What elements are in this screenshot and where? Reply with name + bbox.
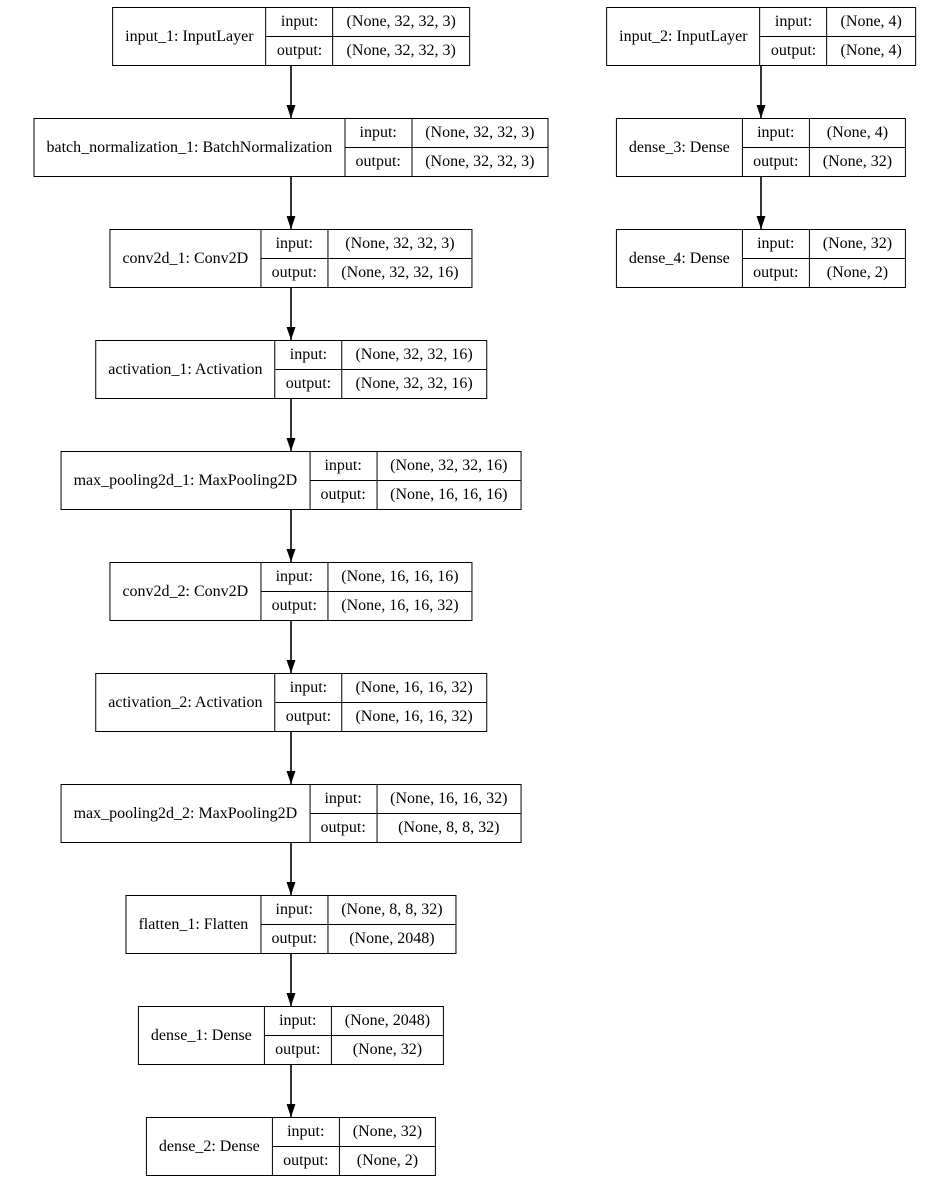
- output-shape: (None, 2): [826, 264, 889, 281]
- layer-node-dense-3: dense_3: Dense input: (None, 4) output: …: [615, 118, 907, 177]
- output-shape: (None, 2): [356, 1152, 419, 1169]
- output-label: output:: [345, 148, 413, 176]
- layer-node-dense-2: dense_2: Dense input: (None, 32) output:…: [145, 1117, 437, 1176]
- output-label: output:: [261, 592, 329, 620]
- layer-name: dense_4: Dense: [617, 230, 743, 287]
- layer-name: dense_1: Dense: [139, 1007, 265, 1064]
- output-shape: (None, 16, 16, 32): [355, 708, 473, 725]
- input-shape: (None, 32, 32, 3): [425, 124, 535, 141]
- layer-name: conv2d_2: Conv2D: [110, 563, 262, 620]
- input-label: input:: [743, 230, 810, 258]
- output-shape: (None, 8, 8, 32): [398, 819, 500, 836]
- input-label: input:: [273, 1118, 340, 1146]
- output-label: output:: [267, 37, 334, 65]
- output-label: output:: [275, 370, 343, 398]
- input-shape: (None, 16, 16, 32): [390, 790, 508, 807]
- layer-node-dense-4: dense_4: Dense input: (None, 32) output:…: [615, 229, 907, 288]
- layer-name: input_2: InputLayer: [607, 8, 761, 65]
- layer-name: activation_2: Activation: [96, 674, 276, 731]
- layer-name: max_pooling2d_1: MaxPooling2D: [62, 452, 311, 509]
- output-shape: (None, 32, 32, 16): [341, 264, 459, 281]
- output-label: output:: [761, 37, 828, 65]
- layer-node-dense-1: dense_1: Dense input: (None, 2048) outpu…: [137, 1006, 445, 1065]
- output-label: output:: [275, 703, 343, 731]
- layer-node-input-2: input_2: InputLayer input: (None, 4) out…: [606, 7, 916, 66]
- input-label: input:: [761, 8, 828, 36]
- input-label: input:: [261, 230, 329, 258]
- input-label: input:: [267, 8, 334, 36]
- layer-node-input-1: input_1: InputLayer input: (None, 32, 32…: [112, 7, 470, 66]
- input-label: input:: [310, 785, 378, 813]
- input-label: input:: [310, 452, 378, 480]
- input-shape: (None, 16, 16, 16): [341, 568, 459, 585]
- output-shape: (None, 32, 32, 3): [425, 153, 535, 170]
- layer-node-max-pooling2d-1: max_pooling2d_1: MaxPooling2D input: (No…: [60, 451, 522, 510]
- input-shape: (None, 32, 32, 16): [390, 457, 508, 474]
- input-label: input:: [345, 119, 413, 147]
- layer-node-flatten-1: flatten_1: Flatten input: (None, 8, 8, 3…: [125, 895, 457, 954]
- input-shape: (None, 4): [840, 13, 902, 30]
- output-shape: (None, 16, 16, 32): [341, 597, 459, 614]
- layer-node-activation-2: activation_2: Activation input: (None, 1…: [95, 673, 487, 732]
- output-shape: (None, 32, 32, 3): [346, 42, 456, 59]
- input-label: input:: [275, 341, 343, 369]
- input-shape: (None, 2048): [344, 1012, 431, 1029]
- layer-name: flatten_1: Flatten: [126, 896, 262, 953]
- layer-node-activation-1: activation_1: Activation input: (None, 3…: [95, 340, 487, 399]
- output-shape: (None, 32): [822, 153, 893, 170]
- output-shape: (None, 32, 32, 16): [355, 375, 473, 392]
- layer-name: input_1: InputLayer: [113, 8, 267, 65]
- layer-node-conv2d-1: conv2d_1: Conv2D input: (None, 32, 32, 3…: [109, 229, 473, 288]
- input-label: input:: [261, 563, 329, 591]
- input-label: input:: [743, 119, 810, 147]
- layer-name: dense_2: Dense: [147, 1118, 273, 1175]
- input-label: input:: [261, 896, 329, 924]
- output-label: output:: [265, 1036, 332, 1064]
- layer-node-max-pooling2d-2: max_pooling2d_2: MaxPooling2D input: (No…: [60, 784, 522, 843]
- layer-name: dense_3: Dense: [617, 119, 743, 176]
- input-shape: (None, 32): [822, 235, 893, 252]
- input-shape: (None, 32): [352, 1123, 423, 1140]
- input-shape: (None, 4): [826, 124, 889, 141]
- layer-name: conv2d_1: Conv2D: [110, 230, 262, 287]
- input-shape: (None, 32, 32, 3): [345, 235, 455, 252]
- output-label: output:: [261, 925, 329, 953]
- output-shape: (None, 4): [840, 42, 902, 59]
- input-shape: (None, 32, 32, 3): [346, 13, 456, 30]
- input-label: input:: [275, 674, 343, 702]
- layer-name: activation_1: Activation: [96, 341, 276, 398]
- input-shape: (None, 16, 16, 32): [355, 679, 473, 696]
- output-label: output:: [261, 259, 329, 287]
- layer-node-batch-normalization-1: batch_normalization_1: BatchNormalizatio…: [33, 118, 549, 177]
- output-shape: (None, 16, 16, 16): [390, 486, 508, 503]
- layer-name: batch_normalization_1: BatchNormalizatio…: [35, 119, 346, 176]
- output-label: output:: [310, 481, 378, 509]
- input-shape: (None, 8, 8, 32): [341, 901, 443, 918]
- output-label: output:: [743, 148, 810, 176]
- layer-node-conv2d-2: conv2d_2: Conv2D input: (None, 16, 16, 1…: [109, 562, 473, 621]
- output-shape: (None, 32): [352, 1041, 423, 1058]
- input-label: input:: [265, 1007, 332, 1035]
- input-shape: (None, 32, 32, 16): [355, 346, 473, 363]
- output-shape: (None, 2048): [349, 930, 435, 947]
- output-label: output:: [743, 259, 810, 287]
- output-label: output:: [310, 814, 378, 842]
- output-label: output:: [273, 1147, 340, 1175]
- layer-name: max_pooling2d_2: MaxPooling2D: [62, 785, 311, 842]
